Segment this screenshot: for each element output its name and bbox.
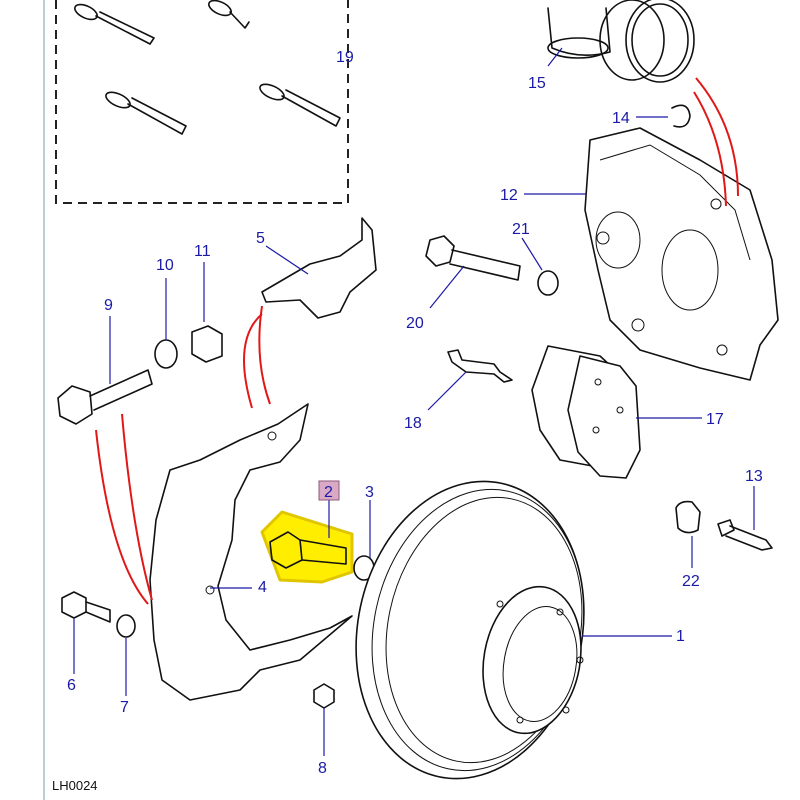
piston-seal-kit — [547, 0, 695, 83]
caliper-bolt — [425, 235, 521, 281]
callout-4[interactable]: 4 — [258, 579, 267, 596]
bracket-nut — [191, 325, 223, 363]
caliper-washer — [537, 270, 559, 296]
lower-washer — [116, 614, 136, 638]
split-pins-group — [55, 0, 349, 204]
callout-9[interactable]: 9 — [104, 297, 113, 314]
callout-5[interactable]: 5 — [256, 230, 265, 247]
callout-3[interactable]: 3 — [365, 484, 374, 501]
bleed-screw-cap — [675, 500, 701, 534]
callout-12[interactable]: 12 — [500, 187, 518, 204]
callout-17[interactable]: 17 — [706, 411, 724, 428]
callout-14[interactable]: 14 — [612, 110, 630, 127]
shield-bolt-lower — [61, 591, 111, 623]
callout-7[interactable]: 7 — [120, 699, 129, 716]
shield-bolt-highlighted — [260, 510, 354, 584]
callout-1[interactable]: 1 — [676, 628, 685, 645]
callout-leaders — [73, 47, 755, 756]
callout-21[interactable]: 21 — [512, 221, 530, 238]
brake-caliper — [584, 127, 779, 381]
mud-shield — [149, 403, 353, 701]
diagram-reference-code: LH0024 — [52, 778, 98, 793]
pad-retaining-clip — [447, 349, 513, 383]
spring-washer — [154, 339, 178, 369]
callout-15[interactable]: 15 — [528, 75, 546, 92]
lower-nut — [313, 683, 335, 709]
callout-18[interactable]: 18 — [404, 415, 422, 432]
callout-2-highlight — [318, 480, 340, 501]
callout-20[interactable]: 20 — [406, 315, 424, 332]
callout-2[interactable]: 2 — [324, 484, 333, 501]
caliper-clip — [671, 104, 691, 128]
brake-disc — [355, 480, 585, 780]
brake-pads — [531, 345, 641, 479]
bleed-screw — [717, 519, 773, 551]
callout-13[interactable]: 13 — [745, 468, 763, 485]
callout-11[interactable]: 11 — [194, 243, 211, 260]
callout-8[interactable]: 8 — [318, 760, 327, 777]
callout-10[interactable]: 10 — [156, 257, 174, 274]
shield-bracket — [261, 217, 377, 319]
callout-19[interactable]: 19 — [336, 49, 354, 66]
assembly-guide-lines — [95, 77, 739, 605]
callout-6[interactable]: 6 — [67, 677, 76, 694]
callout-22[interactable]: 22 — [682, 573, 700, 590]
callout-labels: 1 2 3 4 5 6 7 8 9 10 11 12 13 14 15 17 1… — [67, 49, 763, 777]
bracket-bolt — [57, 369, 153, 425]
